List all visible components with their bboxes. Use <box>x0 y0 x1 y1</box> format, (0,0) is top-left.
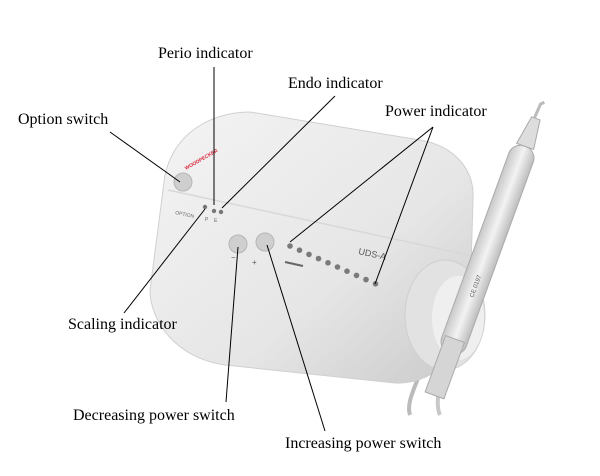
power-led <box>287 243 293 249</box>
option-button[interactable] <box>173 172 193 192</box>
leader-increase <box>266 244 326 432</box>
label-option-switch: Option switch <box>18 111 109 128</box>
handpiece: CE 0197 <box>424 100 546 400</box>
power-ramp-mark <box>284 261 304 267</box>
power-led <box>325 260 331 266</box>
power-led <box>353 272 360 279</box>
e-text: E <box>214 218 218 224</box>
perio-led <box>211 208 217 214</box>
power-led <box>334 264 341 270</box>
leader-option <box>109 131 181 183</box>
label-increasing-power-switch: Increasing power switch <box>285 435 442 452</box>
label-power-indicator: Power indicator <box>385 103 487 120</box>
power-led <box>306 251 312 258</box>
leader-endo <box>221 95 336 209</box>
power-led <box>344 268 350 275</box>
power-leds <box>287 243 379 287</box>
label-endo-indicator: Endo indicator <box>288 75 383 92</box>
endo-led <box>218 209 224 215</box>
power-led <box>315 255 322 262</box>
power-led <box>296 247 303 253</box>
leader-scaling <box>123 208 206 314</box>
leader-power-2 <box>374 126 434 285</box>
plus-text: + <box>252 258 257 267</box>
power-led <box>363 276 369 283</box>
panel-seam <box>167 189 469 256</box>
leader-power-1 <box>289 126 434 243</box>
increase-button[interactable] <box>255 232 275 252</box>
label-perio-indicator: Perio indicator <box>158 45 253 62</box>
scaling-led <box>202 204 208 210</box>
p-text: P <box>205 217 209 223</box>
minus-text: − <box>231 253 236 262</box>
label-scaling-indicator: Scaling indicator <box>68 316 177 333</box>
label-decreasing-power-switch: Decreasing power switch <box>73 407 235 424</box>
option-text: OPTION <box>175 210 195 220</box>
leader-lines <box>109 67 434 432</box>
leader-decrease <box>225 246 239 403</box>
